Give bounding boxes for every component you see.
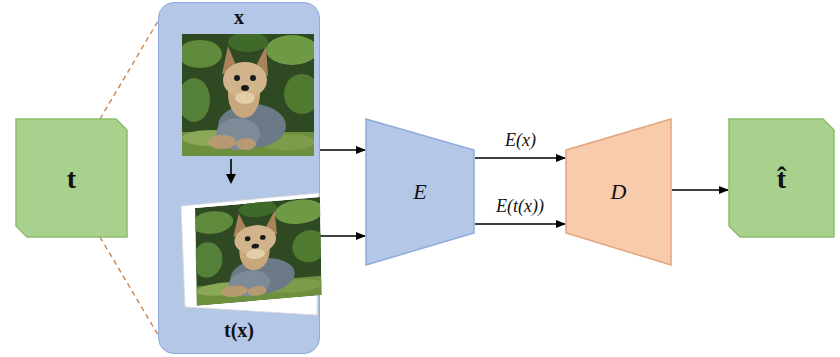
arrow-connector [475, 223, 565, 225]
edge-label: E(x) [503, 130, 538, 150]
transformed-label: t(x) [224, 318, 254, 343]
node-label: t̂ [777, 161, 786, 196]
input-panel: x t(x) [158, 2, 320, 354]
encoder-block: E [365, 118, 475, 266]
transform-box: t [15, 118, 128, 238]
arrow-connector [320, 149, 365, 151]
transform-box: t̂ [728, 118, 835, 238]
input-label: x [234, 5, 244, 30]
arrow-connector [320, 235, 365, 237]
dog-illustration [159, 3, 319, 355]
node-label: E [413, 178, 426, 206]
arrow-connector [672, 189, 728, 191]
decoder-block: D [565, 118, 672, 266]
arrow-connector [475, 157, 565, 159]
dashed-bracket-line [100, 237, 161, 340]
dashed-bracket-line [100, 16, 161, 119]
node-label: t [67, 161, 76, 196]
edge-label: E(t(x)) [494, 196, 546, 216]
node-label: D [611, 178, 627, 206]
